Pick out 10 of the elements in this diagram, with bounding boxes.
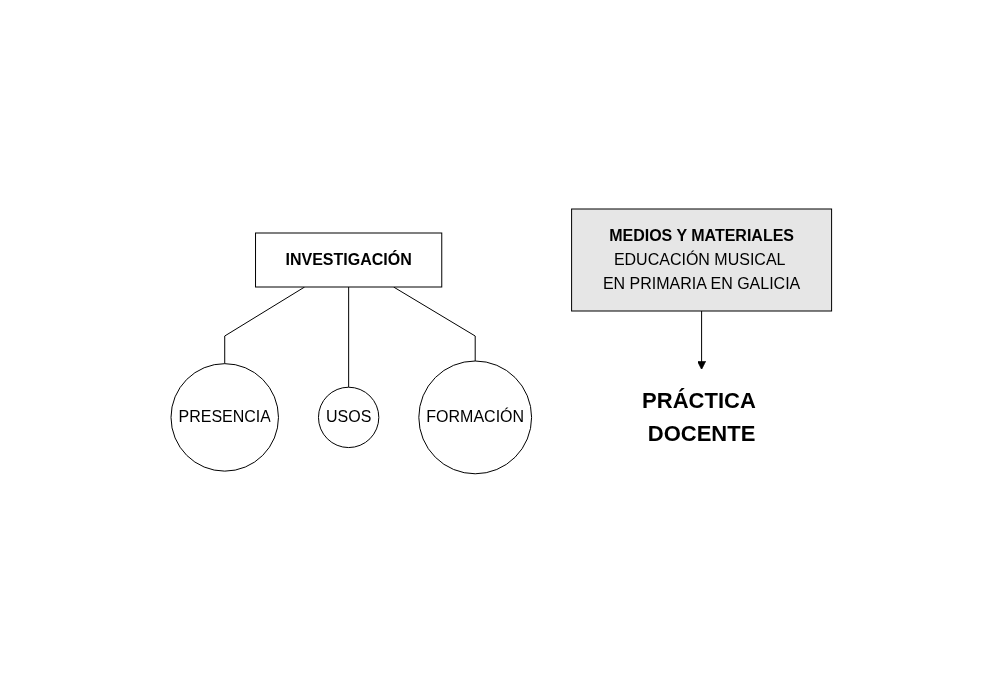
node-box: INVESTIGACIÓN [255,232,443,288]
arrow [697,310,707,370]
node-circle: USOS [318,386,380,448]
connector [348,286,350,388]
node-circle: FORMACIÓN [418,360,533,474]
connector [224,286,306,364]
node-text: PRÁCTICA DOCENTE [642,388,756,446]
connector [393,286,476,362]
node-circle: PRESENCIA [170,362,280,472]
node-box: MEDIOS Y MATERIALES EDUCACIÓN MUSICAL EN PRIMARIA EN GALICIA [571,208,833,312]
